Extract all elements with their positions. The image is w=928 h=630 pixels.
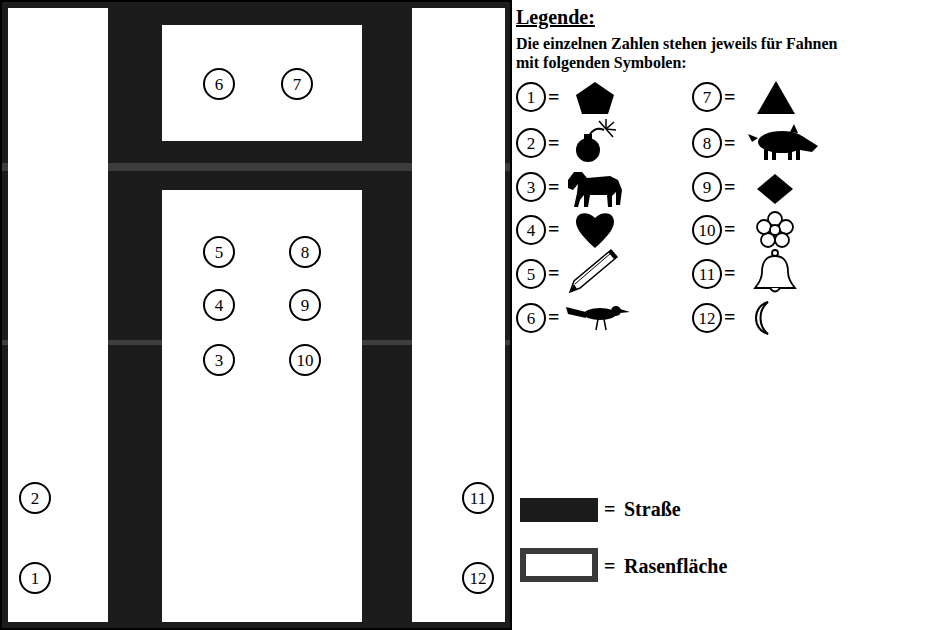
legend-flag-circle: 5 <box>516 259 546 289</box>
flower-symbol <box>757 212 793 247</box>
flag-number: 8 <box>301 244 310 261</box>
flag-number: 1 <box>527 89 536 106</box>
legend-flag-circle: 8 <box>692 128 722 158</box>
flag-number: 8 <box>703 135 712 152</box>
flag-circle: 11 <box>462 482 494 514</box>
pentagon-symbol <box>576 82 614 114</box>
flag-number: 4 <box>527 222 536 239</box>
lawn <box>412 8 505 622</box>
flag-number: 10 <box>297 352 314 369</box>
legend-flag-circle: 12 <box>692 303 722 333</box>
flag-number: 6 <box>215 76 224 93</box>
flag-number: 11 <box>699 266 715 283</box>
legend-flag-circle: 9 <box>692 172 722 202</box>
equals-sign: = <box>548 218 559 241</box>
flag-circle: 8 <box>289 236 321 268</box>
flag-number: 2 <box>31 490 40 507</box>
flag-number: 10 <box>699 222 716 239</box>
flag-circle: 6 <box>203 68 235 100</box>
flag-circle: 1 <box>19 562 51 594</box>
road-label: Straße <box>624 498 681 521</box>
diamond-symbol <box>757 174 793 204</box>
equals-sign: = <box>724 132 735 155</box>
flag-number: 2 <box>527 135 536 152</box>
equals-sign: = <box>724 86 735 109</box>
road-area <box>0 0 512 630</box>
legend-flag-circle: 7 <box>692 82 722 112</box>
flag-circle: 7 <box>281 68 313 100</box>
map-border <box>1 1 511 629</box>
flag-number: 5 <box>527 266 536 283</box>
legend-flag-circle: 4 <box>516 215 546 245</box>
equals-sign: = <box>548 176 559 199</box>
bomb-symbol <box>576 119 616 162</box>
equals-sign: = <box>548 132 559 155</box>
flag-circle: 12 <box>462 562 494 594</box>
flag-number: 7 <box>703 89 712 106</box>
equals-sign: = <box>604 498 615 521</box>
lawn-label: Rasenfläche <box>624 555 727 578</box>
flag-circle: 4 <box>203 289 235 321</box>
equals-sign: = <box>548 306 559 329</box>
equals-sign: = <box>724 306 735 329</box>
flag-number: 9 <box>301 297 310 314</box>
flag-number: 3 <box>215 352 224 369</box>
equals-sign: = <box>548 262 559 285</box>
moon-symbol <box>756 302 768 334</box>
flag-circle: 9 <box>289 289 321 321</box>
legend-flag-circle: 3 <box>516 172 546 202</box>
legend-intro: Die einzelnen Zahlen stehen jeweils für … <box>516 34 856 72</box>
road-swatch <box>520 498 598 522</box>
legend-flag-circle: 11 <box>692 259 722 289</box>
legend-flag-circle: 6 <box>516 303 546 333</box>
lawn <box>8 8 108 622</box>
horse-symbol <box>568 172 622 207</box>
boar-symbol <box>748 124 818 160</box>
pencil-symbol <box>570 250 617 292</box>
heart-symbol <box>576 213 614 248</box>
flag-circle: 3 <box>203 344 235 376</box>
equals-sign: = <box>724 262 735 285</box>
flag-number: 11 <box>470 490 486 507</box>
flag-number: 3 <box>527 179 536 196</box>
flag-circle: 5 <box>203 236 235 268</box>
lawn <box>162 190 362 622</box>
flag-number: 7 <box>293 76 302 93</box>
legend-flag-circle: 1 <box>516 82 546 112</box>
equals-sign: = <box>548 86 559 109</box>
flag-circle: 10 <box>289 344 321 376</box>
legend-flag-circle: 10 <box>692 215 722 245</box>
flag-number: 4 <box>215 297 224 314</box>
flag-number: 6 <box>527 310 536 327</box>
lawn-swatch <box>520 548 598 582</box>
flag-number: 12 <box>699 310 716 327</box>
lawn <box>162 25 362 141</box>
equals-sign: = <box>724 176 735 199</box>
equals-sign: = <box>604 555 615 578</box>
flag-number: 5 <box>215 244 224 261</box>
bell-symbol <box>755 250 795 292</box>
flag-circle: 2 <box>19 482 51 514</box>
equals-sign: = <box>724 218 735 241</box>
legend-flag-circle: 2 <box>516 128 546 158</box>
triangle-symbol <box>757 81 795 114</box>
legend-heading: Legende: <box>516 6 595 29</box>
bird-symbol <box>566 306 630 330</box>
flag-number: 12 <box>470 570 487 587</box>
flag-number: 1 <box>31 570 40 587</box>
flag-number: 9 <box>703 179 712 196</box>
